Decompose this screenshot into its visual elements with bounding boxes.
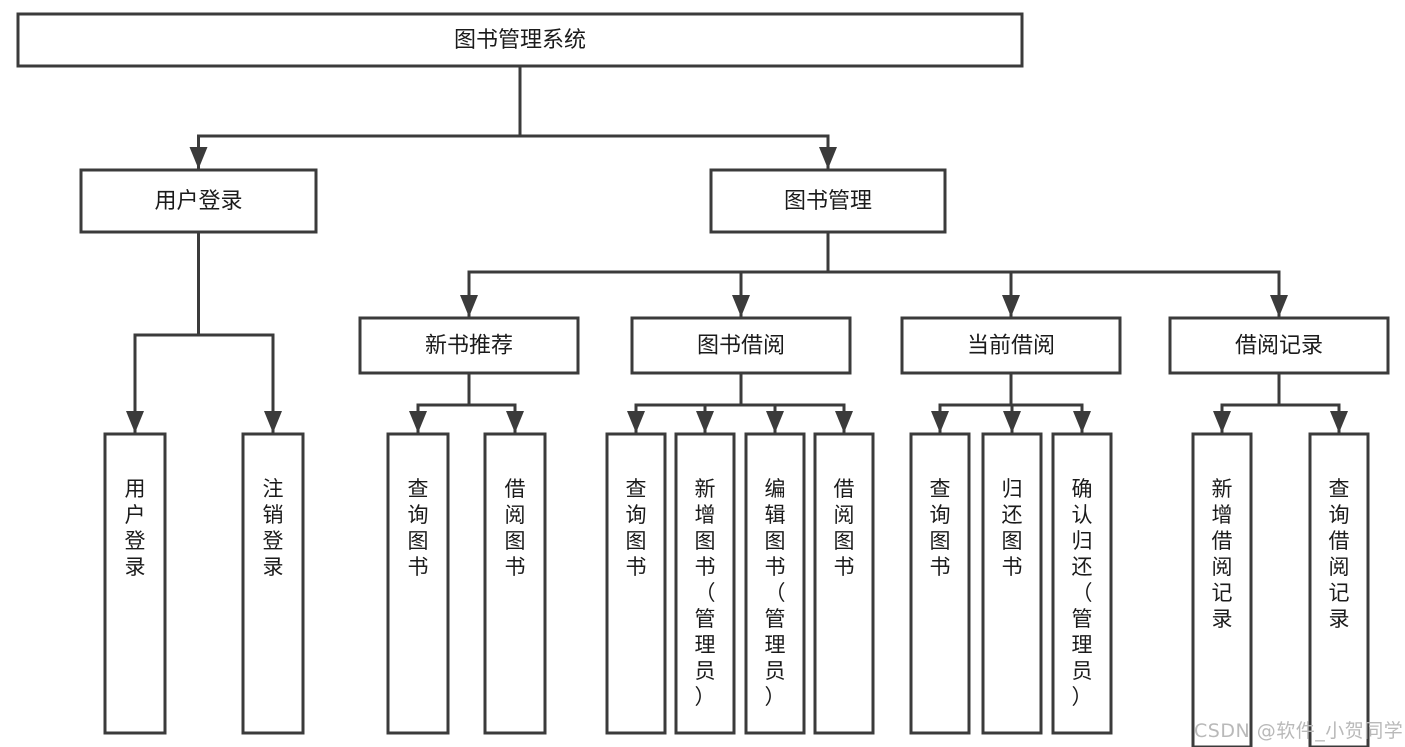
node-leaf-edit-book-admin[interactable]: 编辑图书（管理员）: [744, 432, 806, 735]
node-book-management-label: 图书管理: [784, 189, 872, 214]
node-leaf-query-book-borrow-label: 查询图书: [626, 477, 647, 579]
node-leaf-add-book-admin-box[interactable]: [674, 432, 736, 735]
arrow-head-icon: [1270, 295, 1288, 317]
arrow-head-icon: [766, 411, 784, 433]
node-leaf-query-book-current[interactable]: 查询图书: [909, 432, 971, 735]
arrow-head-icon: [264, 411, 282, 433]
arrow-head-icon: [835, 411, 853, 433]
node-leaf-query-book-recommend-label: 查询图书: [408, 477, 429, 579]
node-leaf-return-book[interactable]: 归还图书: [981, 432, 1043, 735]
node-leaf-logout-box[interactable]: [241, 432, 305, 735]
node-leaf-borrow-book[interactable]: 借阅图书: [813, 432, 875, 735]
node-leaf-user-login-box[interactable]: [103, 432, 167, 735]
node-root[interactable]: 图书管理系统: [16, 12, 1024, 68]
arrow-head-icon: [1073, 411, 1091, 433]
node-leaf-borrow-book-label: 借阅图书: [834, 477, 855, 579]
node-leaf-borrow-book-recommend-label: 借阅图书: [505, 477, 526, 579]
node-root-label: 图书管理系统: [454, 28, 586, 53]
node-leaf-query-borrow-record[interactable]: 查询借阅记录: [1308, 432, 1370, 747]
node-borrow-record-label: 借阅记录: [1235, 334, 1323, 359]
node-leaf-add-borrow-record[interactable]: 新增借阅记录: [1191, 432, 1253, 747]
node-leaf-add-borrow-record-box[interactable]: [1191, 432, 1253, 747]
arrow-head-icon: [460, 295, 478, 317]
arrow-head-icon: [409, 411, 427, 433]
node-leaf-query-book-recommend[interactable]: 查询图书: [386, 432, 450, 735]
arrow-head-icon: [506, 411, 524, 433]
node-leaf-confirm-return-admin-label: 确认归还（管理员）: [1072, 477, 1093, 709]
node-leaf-user-login-label: 用户登录: [125, 477, 146, 579]
arrow-head-icon: [819, 147, 837, 169]
node-leaf-logout[interactable]: 注销登录: [241, 432, 305, 735]
node-leaf-edit-book-admin-label: 编辑图书（管理员）: [765, 477, 786, 709]
arrow-head-icon: [1330, 411, 1348, 433]
node-new-book-recommend[interactable]: 新书推荐: [358, 316, 580, 375]
node-leaf-query-book-recommend-box[interactable]: [386, 432, 450, 735]
node-book-borrow-label: 图书借阅: [697, 334, 785, 359]
node-borrow-record-box[interactable]: [1168, 316, 1390, 375]
node-user-login-box[interactable]: [79, 168, 318, 234]
node-borrow-record[interactable]: 借阅记录: [1168, 316, 1390, 375]
node-leaf-query-borrow-record-label: 查询借阅记录: [1329, 477, 1350, 631]
node-leaf-add-book-admin-label: 新增图书（管理员）: [695, 477, 716, 709]
node-leaf-return-book-label: 归还图书: [1002, 477, 1023, 579]
connector-layer: [126, 64, 1348, 434]
node-leaf-logout-label: 注销登录: [263, 477, 284, 579]
node-new-book-recommend-label: 新书推荐: [425, 334, 513, 359]
arrow-head-icon: [1002, 295, 1020, 317]
arrow-head-icon: [189, 147, 208, 169]
node-new-book-recommend-box[interactable]: [358, 316, 580, 375]
node-book-borrow-box[interactable]: [630, 316, 852, 375]
node-root-box[interactable]: [16, 12, 1024, 68]
node-leaf-confirm-return-admin[interactable]: 确认归还（管理员）: [1051, 432, 1113, 735]
node-book-borrow[interactable]: 图书借阅: [630, 316, 852, 375]
node-leaf-confirm-return-admin-box[interactable]: [1051, 432, 1113, 735]
node-book-management-box[interactable]: [709, 168, 947, 234]
node-leaf-add-borrow-record-label: 新增借阅记录: [1212, 477, 1233, 631]
node-current-borrow-box[interactable]: [900, 316, 1122, 375]
node-leaf-add-book-admin[interactable]: 新增图书（管理员）: [674, 432, 736, 735]
node-layer: 图书管理系统用户登录图书管理新书推荐图书借阅当前借阅借阅记录用户登录注销登录查询…: [16, 12, 1390, 747]
node-leaf-query-borrow-record-box[interactable]: [1308, 432, 1370, 747]
node-leaf-return-book-box[interactable]: [981, 432, 1043, 735]
node-book-management[interactable]: 图书管理: [709, 168, 947, 234]
arrow-head-icon: [1213, 411, 1231, 433]
node-leaf-user-login[interactable]: 用户登录: [103, 432, 167, 735]
arrow-head-icon: [732, 295, 750, 317]
node-leaf-borrow-book-recommend[interactable]: 借阅图书: [483, 432, 547, 735]
node-leaf-borrow-book-box[interactable]: [813, 432, 875, 735]
arrow-head-icon: [126, 411, 144, 433]
arrow-head-icon: [931, 411, 949, 433]
node-leaf-query-book-borrow[interactable]: 查询图书: [605, 432, 667, 735]
node-leaf-query-book-current-label: 查询图书: [930, 477, 951, 579]
node-leaf-query-book-borrow-box[interactable]: [605, 432, 667, 735]
arrow-head-icon: [1003, 411, 1021, 433]
node-leaf-borrow-book-recommend-box[interactable]: [483, 432, 547, 735]
arrow-head-icon: [627, 411, 645, 433]
node-current-borrow[interactable]: 当前借阅: [900, 316, 1122, 375]
arrow-head-icon: [696, 411, 714, 433]
node-leaf-edit-book-admin-box[interactable]: [744, 432, 806, 735]
node-leaf-query-book-current-box[interactable]: [909, 432, 971, 735]
node-user-login[interactable]: 用户登录: [79, 168, 318, 234]
node-user-login-label: 用户登录: [154, 189, 242, 214]
node-current-borrow-label: 当前借阅: [967, 334, 1055, 359]
